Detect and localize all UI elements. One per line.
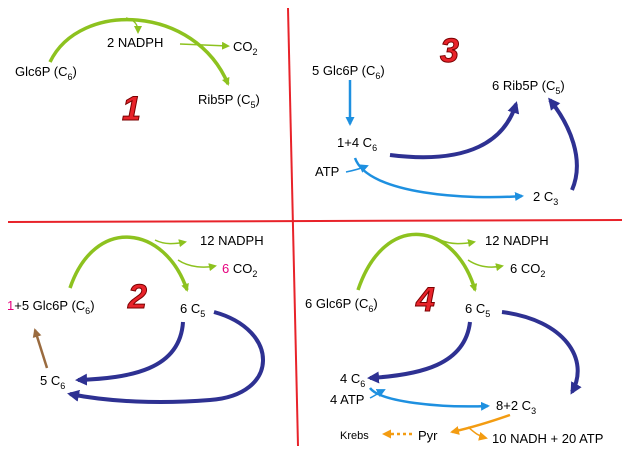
panel-3-number: 3 xyxy=(440,32,459,70)
p3-atp-label: ATP xyxy=(315,164,339,179)
p4-nadph-arrow xyxy=(439,239,476,248)
p4-yield-arrow xyxy=(467,426,488,441)
p1-nadph-arrow xyxy=(125,17,142,34)
p1-glc6p-label: Glc6P (C6) xyxy=(15,64,77,82)
p3-c6-label: 1+4 C6 xyxy=(337,135,377,153)
p4-c5-to-c3-arrow xyxy=(501,310,582,395)
p2-co2-label: 6 CO2 xyxy=(222,261,257,279)
p2-c5-to-c6-arrow-outer xyxy=(67,310,265,404)
vertical-divider xyxy=(287,7,299,447)
horizontal-divider xyxy=(7,219,623,223)
p4-co2-arrow xyxy=(467,259,504,272)
p4-krebs-label: Krebs xyxy=(340,430,369,442)
p2-c5-label: 6 C5 xyxy=(180,301,205,319)
p2-c6-to-glc-arrow xyxy=(32,328,49,369)
panel-1-number: 1 xyxy=(122,90,141,128)
p3-rib5p-label: 6 Rib5P (C5) xyxy=(492,78,565,96)
p4-nadph-label: 12 NADPH xyxy=(485,233,549,248)
panel-3: 3 5 Glc6P (C6) 6 Rib5P (C5) 1+4 C6 ATP 2… xyxy=(312,32,579,207)
p2-nadph-arrow xyxy=(154,239,187,248)
panel-4: 12 NADPH 6 CO2 6 Glc6P (C6) 4 6 C5 4 C6 … xyxy=(305,232,603,446)
p4-atp-label: 4 ATP xyxy=(330,392,364,407)
p1-co2-arrow xyxy=(179,41,230,50)
panel-2-number: 2 xyxy=(127,278,147,316)
p1-arc-glc-to-rib xyxy=(48,17,230,86)
p2-glc6p-label: 1+5 Glc6P (C6) xyxy=(7,298,95,316)
p4-c6-label: 4 C6 xyxy=(340,371,365,389)
p4-co2-label: 6 CO2 xyxy=(510,261,545,279)
p4-glc6p-label: 6 Glc6P (C6) xyxy=(305,296,378,314)
p2-arc-glc-to-c5 xyxy=(68,235,189,292)
p4-c5-to-c6-arrow xyxy=(367,321,472,384)
p3-c3-to-rib-arrow xyxy=(548,97,579,191)
p3-atp-arrow xyxy=(345,164,369,173)
p3-c3-label: 2 C3 xyxy=(533,189,558,207)
panel-2: 12 NADPH 6 CO2 1+5 Glc6P (C6) 2 6 C5 5 C… xyxy=(7,233,265,404)
p4-yield-label: 10 NADH + 20 ATP xyxy=(492,431,603,446)
p1-nadph-label: 2 NADPH xyxy=(107,35,163,50)
panel-4-number: 4 xyxy=(415,281,435,319)
p2-c6-label: 5 C6 xyxy=(40,373,65,391)
p4-atp-arrow xyxy=(369,389,386,399)
panel-1: 2 NADPH CO2 Glc6P (C6) Rib5P (C5) 1 xyxy=(15,17,260,129)
p3-c6-to-rib-arrow xyxy=(389,101,520,160)
p2-c5-to-c6-arrow-inner xyxy=(75,321,185,386)
p4-c6-to-c3-arrow xyxy=(368,387,490,411)
p3-c6-to-c3-arrow xyxy=(353,157,524,202)
p2-co2-arrow xyxy=(177,259,217,272)
p4-c3-label: 8+2 C3 xyxy=(496,398,536,416)
p1-co2-label: CO2 xyxy=(233,39,258,57)
p4-arc-glc-to-c5 xyxy=(356,232,478,292)
p4-pyr-label: Pyr xyxy=(418,428,438,443)
p3-glc6p-label: 5 Glc6P (C6) xyxy=(312,63,385,81)
p2-nadph-label: 12 NADPH xyxy=(200,233,264,248)
p1-rib5p-label: Rib5P (C5) xyxy=(198,92,260,110)
p4-c3-to-pyr-arrow xyxy=(450,413,511,435)
p4-c5-label: 6 C5 xyxy=(465,301,490,319)
